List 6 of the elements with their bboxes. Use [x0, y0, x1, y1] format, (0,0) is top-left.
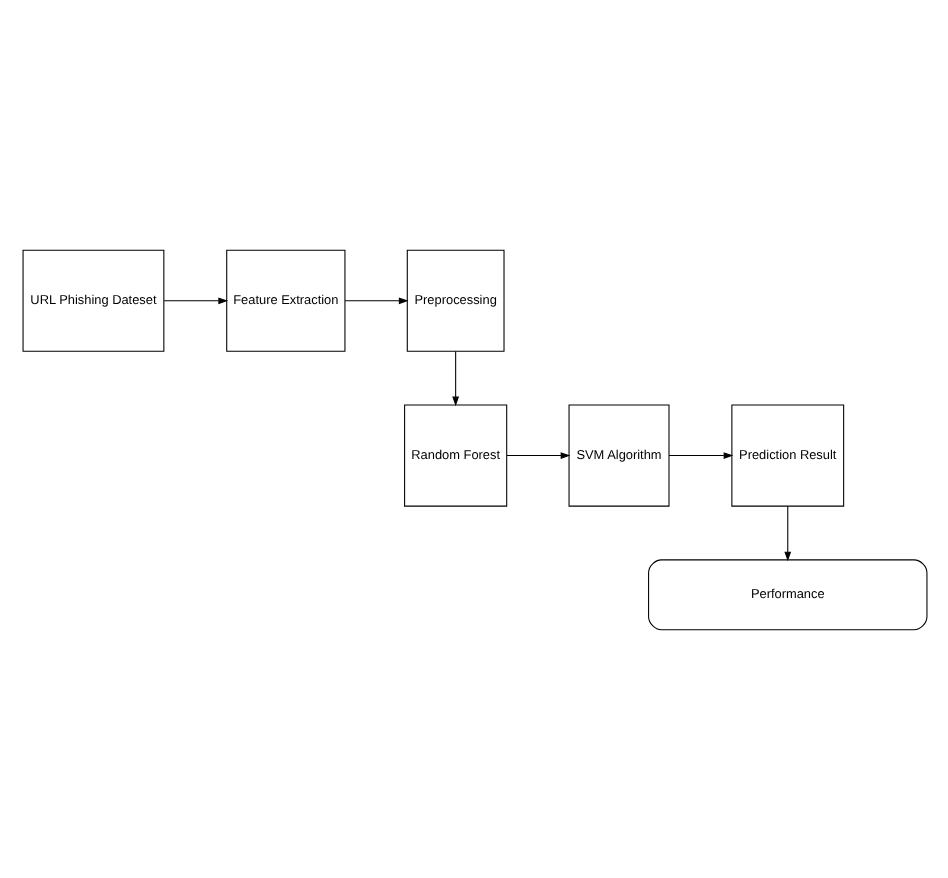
arrow [451, 349, 459, 406]
arrow [505, 451, 570, 458]
arrow [162, 296, 227, 304]
arrow [343, 296, 408, 304]
arrow [783, 504, 791, 561]
arrow [667, 451, 733, 458]
